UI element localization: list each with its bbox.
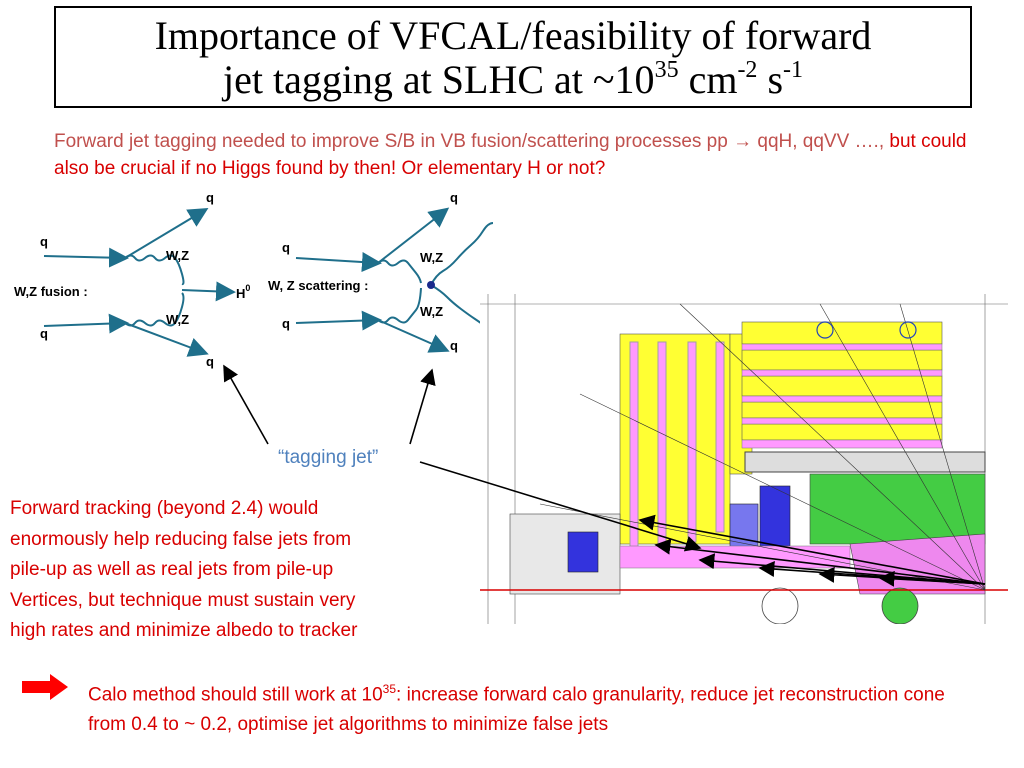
- forward-tracking-line-2: enormously help reducing false jets from: [10, 528, 352, 550]
- forward-tracking-line-4: Vertices, but technique must sustain ver…: [10, 589, 356, 611]
- endcap-disk-3: [687, 341, 697, 543]
- yoke-layer-3: [741, 375, 943, 397]
- title-unit-2: s: [757, 57, 784, 102]
- marker-ring-1: [816, 321, 834, 339]
- intro-part-3: but could also be crucial if no Higgs fo…: [54, 131, 967, 179]
- forward-tracking-text: Forward tracking (beyond 2.4) would enor…: [10, 494, 460, 647]
- endcap-disk-2: [657, 341, 667, 553]
- title-exp-3: -1: [783, 56, 804, 83]
- calo-method-text: Calo method should still work at 1035: i…: [88, 674, 988, 740]
- fusion-q-in-top: q: [40, 234, 48, 249]
- scatter-boson-bottom: W,Z: [420, 304, 443, 319]
- scatter-label: W, Z scattering :: [268, 278, 368, 293]
- fusion-boson-top: W,Z: [166, 248, 189, 263]
- forward-tracking-line-5: high rates and minimize albedo to tracke…: [10, 620, 358, 641]
- calo-text-pre: Calo method should still work at 10: [88, 684, 383, 706]
- scatter-q-out-top: q: [450, 190, 458, 205]
- muon-chamber-5: [741, 439, 943, 449]
- solenoid: [744, 451, 986, 473]
- fusion-higgs-sup: 0: [245, 283, 250, 293]
- fusion-label: W,Z fusion :: [14, 284, 88, 299]
- slide-title: Importance of VFCAL/feasibility of forwa…: [54, 6, 972, 108]
- calo-exponent: 35: [382, 682, 397, 696]
- title-line-2: jet tagging at SLHC at ~1035 cm-2 s-1: [56, 58, 970, 102]
- endcap-disk-4: [715, 341, 725, 533]
- yoke-layer-5: [741, 423, 943, 441]
- implies-arrow-icon: →: [733, 131, 753, 152]
- yoke-layer-4: [741, 401, 943, 419]
- detector-drawing: [480, 294, 1008, 624]
- fusion-q-out-top: q: [206, 190, 214, 205]
- scatter-q-in-top: q: [282, 240, 290, 255]
- forward-shield: [509, 513, 621, 595]
- muon-chamber-2: [741, 369, 943, 377]
- intro-part-1: Forward jet tagging needed to improve S/…: [54, 131, 734, 152]
- muon-chamber-4: [741, 417, 943, 425]
- fusion-boson-bottom: W,Z: [166, 312, 189, 327]
- calo-text-post: : increase forward calo granularity, red…: [88, 684, 945, 736]
- scatter-q-in-bottom: q: [282, 316, 290, 331]
- muon-chamber-1: [741, 343, 943, 351]
- title-exp-2: -2: [737, 56, 758, 83]
- title-line-2-text: jet tagging at SLHC at ~10: [222, 57, 655, 102]
- yoke-layer-1: [741, 321, 943, 345]
- hcal-barrel: [809, 473, 986, 545]
- forward-calorimeter: [567, 531, 599, 573]
- intro-part-2: qqH, qqVV ….,: [752, 131, 890, 152]
- forward-tracking-line-1: Forward tracking (beyond 2.4) would: [10, 498, 319, 519]
- scatter-q-out-bottom: q: [450, 338, 458, 353]
- ecal-endcap-2: [729, 503, 759, 553]
- fusion-diagram: q q q q W,Z W,Z W,Z fusion : H0: [14, 190, 250, 369]
- scattering-diagram: q q q q W,Z W,Z W, Z scattering :: [268, 190, 494, 353]
- red-arrow-icon: [22, 674, 68, 700]
- fusion-higgs: H0: [236, 283, 250, 301]
- tagging-jet-label: “tagging jet”: [278, 447, 379, 468]
- fusion-q-in-bottom: q: [40, 326, 48, 341]
- beampipe-support-2: [881, 587, 919, 624]
- intro-paragraph: Forward jet tagging needed to improve S/…: [54, 128, 994, 182]
- forward-tracking-line-3: pile-up as well as real jets from pile-u…: [10, 559, 334, 580]
- fusion-higgs-symbol: H: [236, 286, 245, 301]
- beampipe-support-1: [761, 587, 799, 624]
- tracker-region: [849, 533, 986, 595]
- scatter-boson-top: W,Z: [420, 250, 443, 265]
- ecal-endcap: [759, 485, 791, 547]
- yoke-layer-2: [741, 349, 943, 371]
- marker-ring-2: [899, 321, 917, 339]
- muon-chamber-3: [741, 395, 943, 403]
- title-unit-1: cm: [678, 57, 738, 102]
- title-line-1: Importance of VFCAL/feasibility of forwa…: [154, 13, 872, 58]
- title-exp-1: 35: [654, 56, 679, 83]
- endcap-disk-1: [629, 341, 639, 553]
- fusion-q-out-bottom: q: [206, 354, 214, 369]
